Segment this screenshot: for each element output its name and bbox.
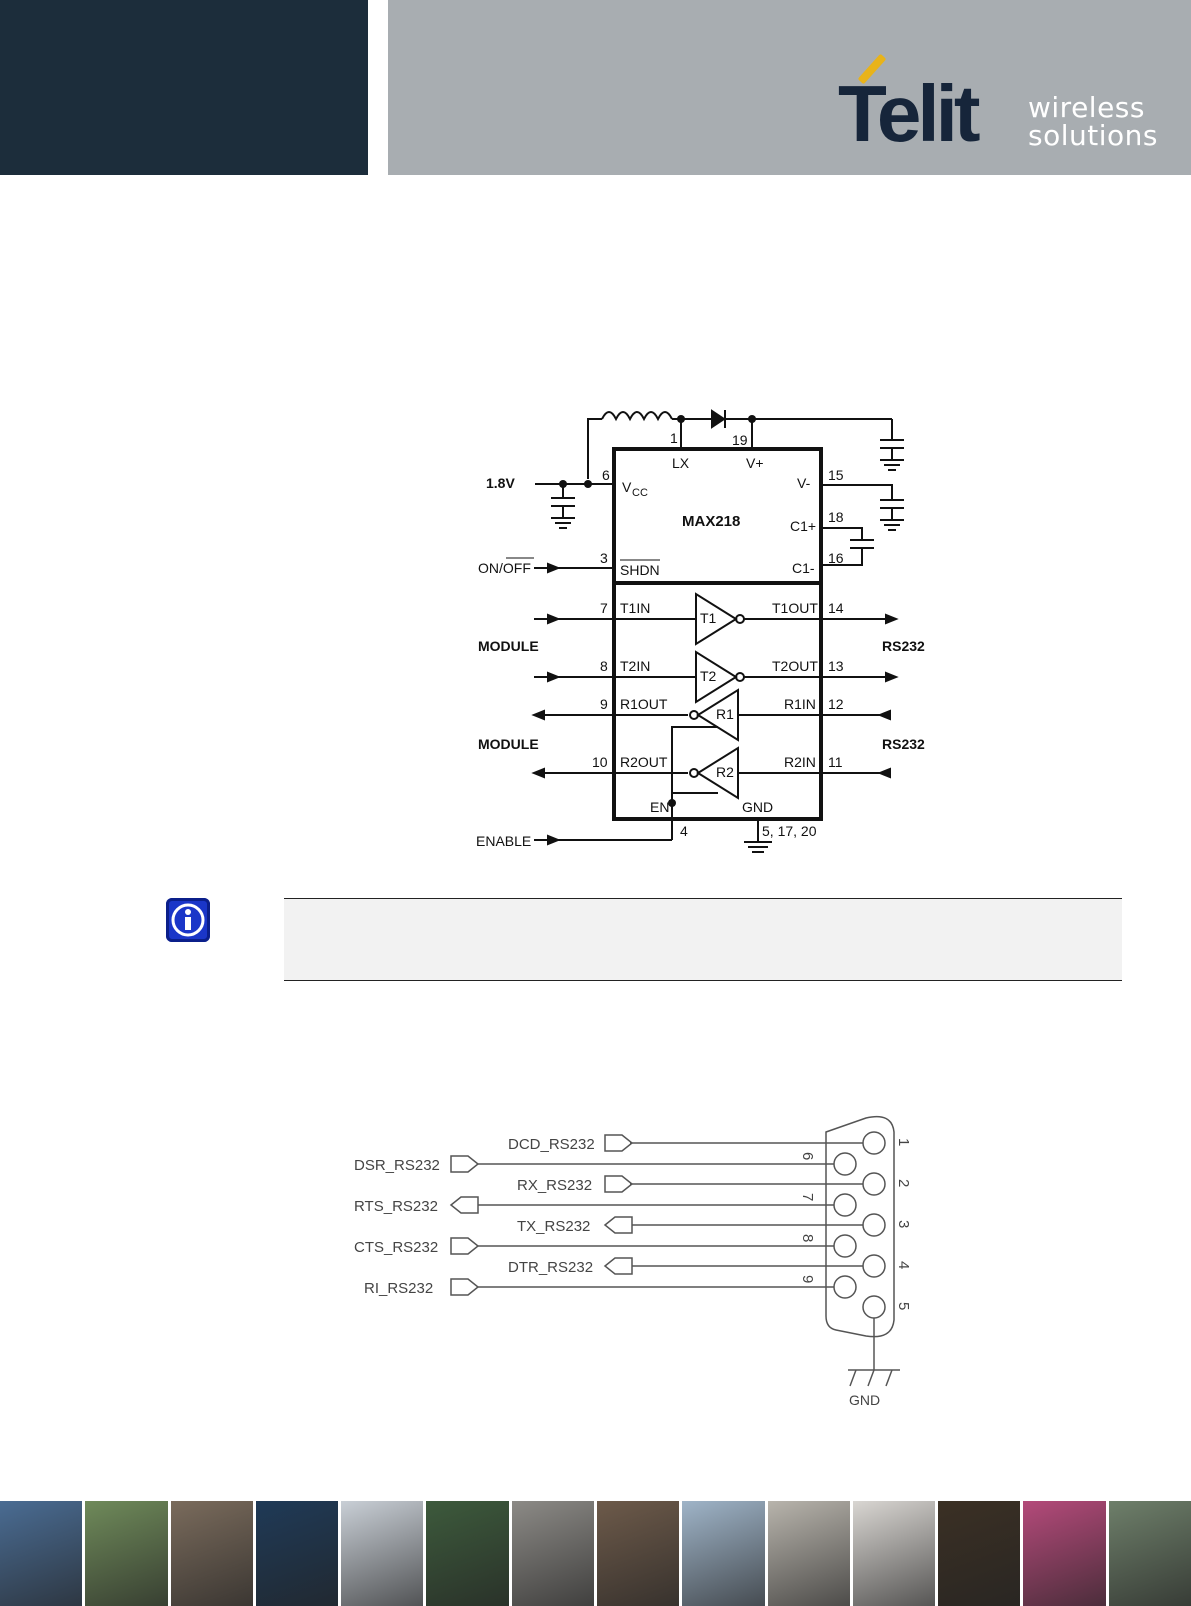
pin-label: R2OUT xyxy=(620,754,668,770)
module-label-bottom: MODULE xyxy=(478,736,539,752)
footer-photo-tile xyxy=(1023,1501,1106,1606)
pin-label: T1OUT xyxy=(772,600,818,616)
pin-label: R1OUT xyxy=(620,696,668,712)
pin-label: SHDN xyxy=(620,562,660,578)
pin-number: 3 xyxy=(600,550,608,566)
signal-label-dcd: DCD_RS232 xyxy=(508,1136,595,1153)
pin-label: C1+ xyxy=(790,518,816,534)
logo-tagline-line1: wireless xyxy=(1028,91,1145,124)
pin-label: V+ xyxy=(746,455,764,471)
signal-label-dtr: DTR_RS232 xyxy=(508,1259,593,1276)
pin-label: T2OUT xyxy=(772,658,818,674)
telit-logo: Telit wireless solutions xyxy=(838,48,1168,158)
pin-number: 1 xyxy=(895,1138,912,1146)
pin-label-sub: CC xyxy=(632,487,648,499)
max218-schematic: 1 LX 19 V+ 6 V CC 15 V- MAX218 18 C1+ 16… xyxy=(470,400,950,860)
info-icon xyxy=(166,898,210,942)
pin-number: 4 xyxy=(895,1261,912,1269)
header-dark-panel xyxy=(0,0,368,175)
pin-number: 4 xyxy=(680,823,688,839)
pin-label: LX xyxy=(672,455,690,471)
pin-label: C1- xyxy=(792,560,815,576)
driver-label: T1 xyxy=(700,610,717,626)
footer-photo-tile xyxy=(511,1501,594,1606)
footer-photo-tile xyxy=(767,1501,850,1606)
note-box xyxy=(284,898,1122,981)
signal-label-tx: TX_RS232 xyxy=(517,1218,590,1235)
enable-label: ENABLE xyxy=(476,833,531,849)
signal-label-dsr: DSR_RS232 xyxy=(354,1157,440,1174)
pin-number: 16 xyxy=(828,550,844,566)
chip-name: MAX218 xyxy=(682,513,740,530)
header-grey-panel xyxy=(388,0,1191,175)
pin-number: 13 xyxy=(828,658,844,674)
db9-connector-schematic: DCD_RS232 DSR_RS232 RX_RS232 RTS_RS232 T… xyxy=(335,1100,935,1420)
pin-number: 5 xyxy=(895,1302,912,1310)
signal-label-rx: RX_RS232 xyxy=(517,1177,592,1194)
pin-label: GND xyxy=(742,799,773,815)
logo-tagline-line2: solutions xyxy=(1028,119,1158,152)
footer-photo-tile xyxy=(596,1501,680,1606)
signal-label-rts: RTS_RS232 xyxy=(354,1198,438,1215)
pin-number: 14 xyxy=(828,600,844,616)
gnd-label: GND xyxy=(849,1392,880,1408)
footer-photo-tile xyxy=(1108,1501,1191,1606)
pin-label: T2IN xyxy=(620,658,650,674)
pin-label: EN xyxy=(650,799,669,815)
footer-photo-tile xyxy=(938,1501,1021,1606)
rs232-label-top: RS232 xyxy=(882,638,925,654)
driver-label: T2 xyxy=(700,668,717,684)
pin-number: 9 xyxy=(600,696,608,712)
pin-label: T1IN xyxy=(620,600,650,616)
pin-number: 9 xyxy=(799,1275,816,1283)
logo-tagline: wireless solutions xyxy=(1028,94,1158,150)
pin-number: 18 xyxy=(828,509,844,525)
footer-photo-tile xyxy=(682,1501,765,1606)
gnd-pins: 5, 17, 20 xyxy=(762,823,817,839)
footer-photo-tile xyxy=(341,1501,424,1606)
footer-photo-tile xyxy=(255,1501,339,1606)
signal-label-ri: RI_RS232 xyxy=(364,1280,433,1297)
receiver-label: R1 xyxy=(716,706,734,722)
logo-wordmark: Telit xyxy=(838,69,981,158)
pin-number: 12 xyxy=(828,696,844,712)
module-label-top: MODULE xyxy=(478,638,539,654)
footer-photo-tile xyxy=(0,1501,83,1606)
pin-number: 3 xyxy=(895,1220,912,1228)
footer-photo-tile xyxy=(85,1501,168,1606)
pin-number: 10 xyxy=(592,754,608,770)
pin-number: 7 xyxy=(600,600,608,616)
footer-photo-tile xyxy=(426,1501,509,1606)
signal-label-cts: CTS_RS232 xyxy=(354,1239,438,1256)
on-off-label: ON/OFF xyxy=(478,560,531,576)
pin-label: R1IN xyxy=(784,696,816,712)
pin-number: 15 xyxy=(828,467,844,483)
footer-photo-strip xyxy=(0,1501,1191,1606)
pin-label: V xyxy=(622,479,632,495)
pin-label: V- xyxy=(797,475,811,491)
rs232-label-bottom: RS232 xyxy=(882,736,925,752)
pin-number: 7 xyxy=(799,1193,816,1201)
pin-label: R2IN xyxy=(784,754,816,770)
footer-photo-tile xyxy=(170,1501,253,1606)
pin-number: 19 xyxy=(732,432,748,448)
pin-number: 2 xyxy=(895,1179,912,1187)
supply-label: 1.8V xyxy=(486,475,515,491)
receiver-label: R2 xyxy=(716,764,734,780)
footer-photo-tile xyxy=(852,1501,936,1606)
pin-number: 6 xyxy=(602,467,610,483)
pin-number: 6 xyxy=(799,1152,816,1160)
pin-number: 11 xyxy=(828,754,843,770)
pin-number: 1 xyxy=(670,430,678,446)
pin-number: 8 xyxy=(600,658,608,674)
pin-number: 8 xyxy=(799,1234,816,1242)
